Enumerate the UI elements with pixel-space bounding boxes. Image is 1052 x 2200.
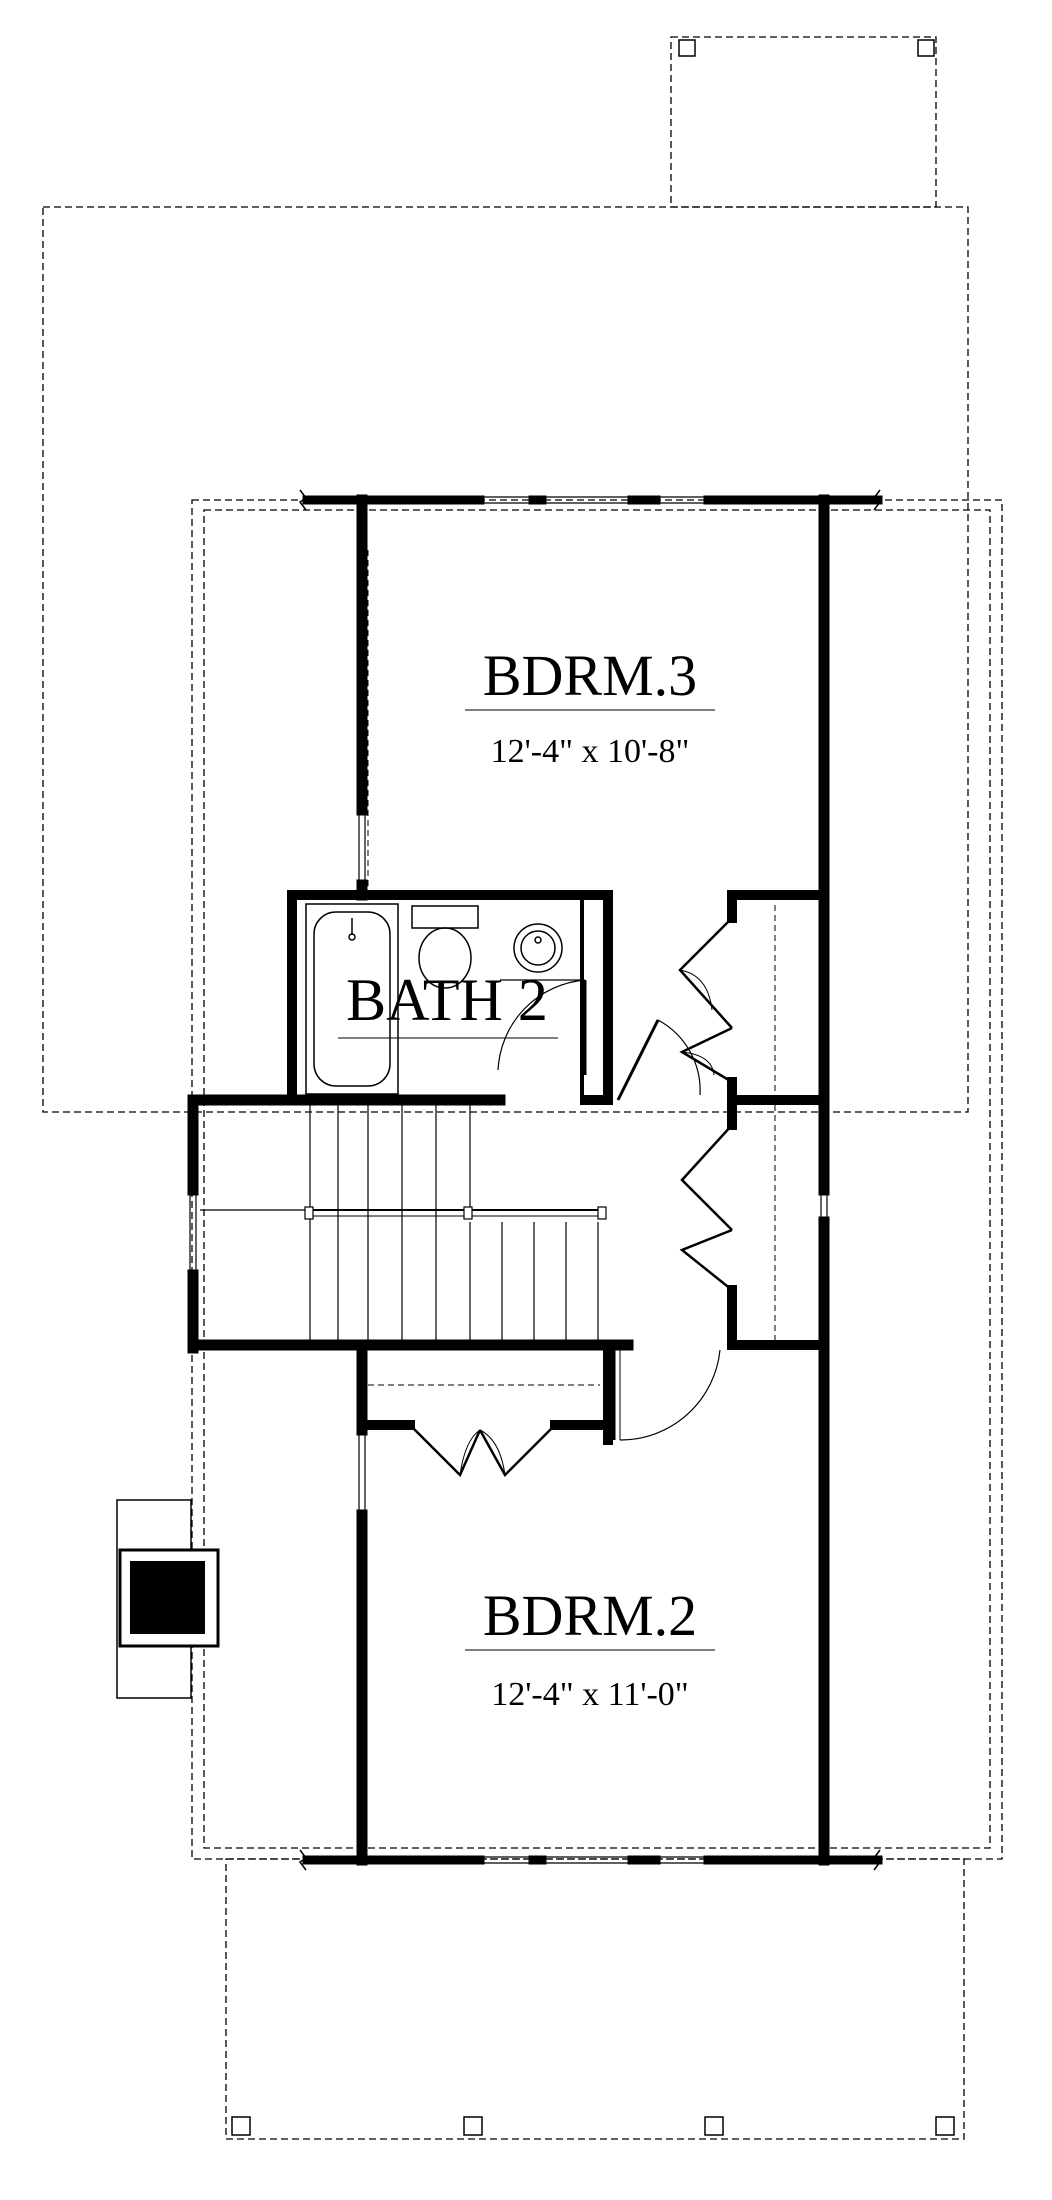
lower-porch-outline: [225, 1858, 965, 2140]
bathtub: [305, 903, 399, 1095]
closet-details: [367, 550, 776, 1386]
bath-fixtures: [305, 903, 580, 1095]
hall-door: [616, 1019, 660, 1101]
porch-posts: [231, 39, 955, 2136]
windows: [189, 496, 828, 1864]
upper-roof-outline: [42, 206, 969, 1113]
room-dim-bdrm2: 12'-4" x 11'-0": [491, 1676, 688, 1713]
main-eave-inner-outline: [203, 509, 991, 1849]
post: [935, 2116, 955, 2136]
room-dim-bdrm3: 12'-4" x 10'-8": [491, 733, 690, 770]
break-marks: [298, 489, 882, 1871]
post: [704, 2116, 724, 2136]
toilet: [411, 905, 479, 989]
room-name-bdrm2: BDRM.2: [483, 1583, 697, 1648]
bdrm2-closet-bifold-door: [409, 1424, 556, 1478]
interior-walls: [287, 890, 829, 1445]
closet-bifold-door-upper: [678, 917, 733, 1084]
sink: [513, 923, 563, 973]
chimney: [116, 1499, 220, 1699]
roof-outlines: [42, 36, 1003, 2140]
room-labels: BDRM.3 12'-4" x 10'-8" BATH 2 BDRM.2 12'…: [338, 643, 715, 1713]
chimney-flue: [130, 1561, 205, 1634]
bifold-doors: [409, 917, 733, 1478]
stairs: [200, 1105, 607, 1340]
room-name-bdrm3: BDRM.3: [483, 643, 697, 708]
post: [678, 39, 696, 57]
post: [231, 2116, 251, 2136]
room-name-bath2: BATH 2: [346, 967, 548, 1033]
post: [917, 39, 935, 57]
dormer-roof-outline: [670, 36, 937, 208]
closet-bifold-door-lower: [679, 1124, 733, 1291]
post: [463, 2116, 483, 2136]
swing-doors: [497, 979, 721, 1441]
